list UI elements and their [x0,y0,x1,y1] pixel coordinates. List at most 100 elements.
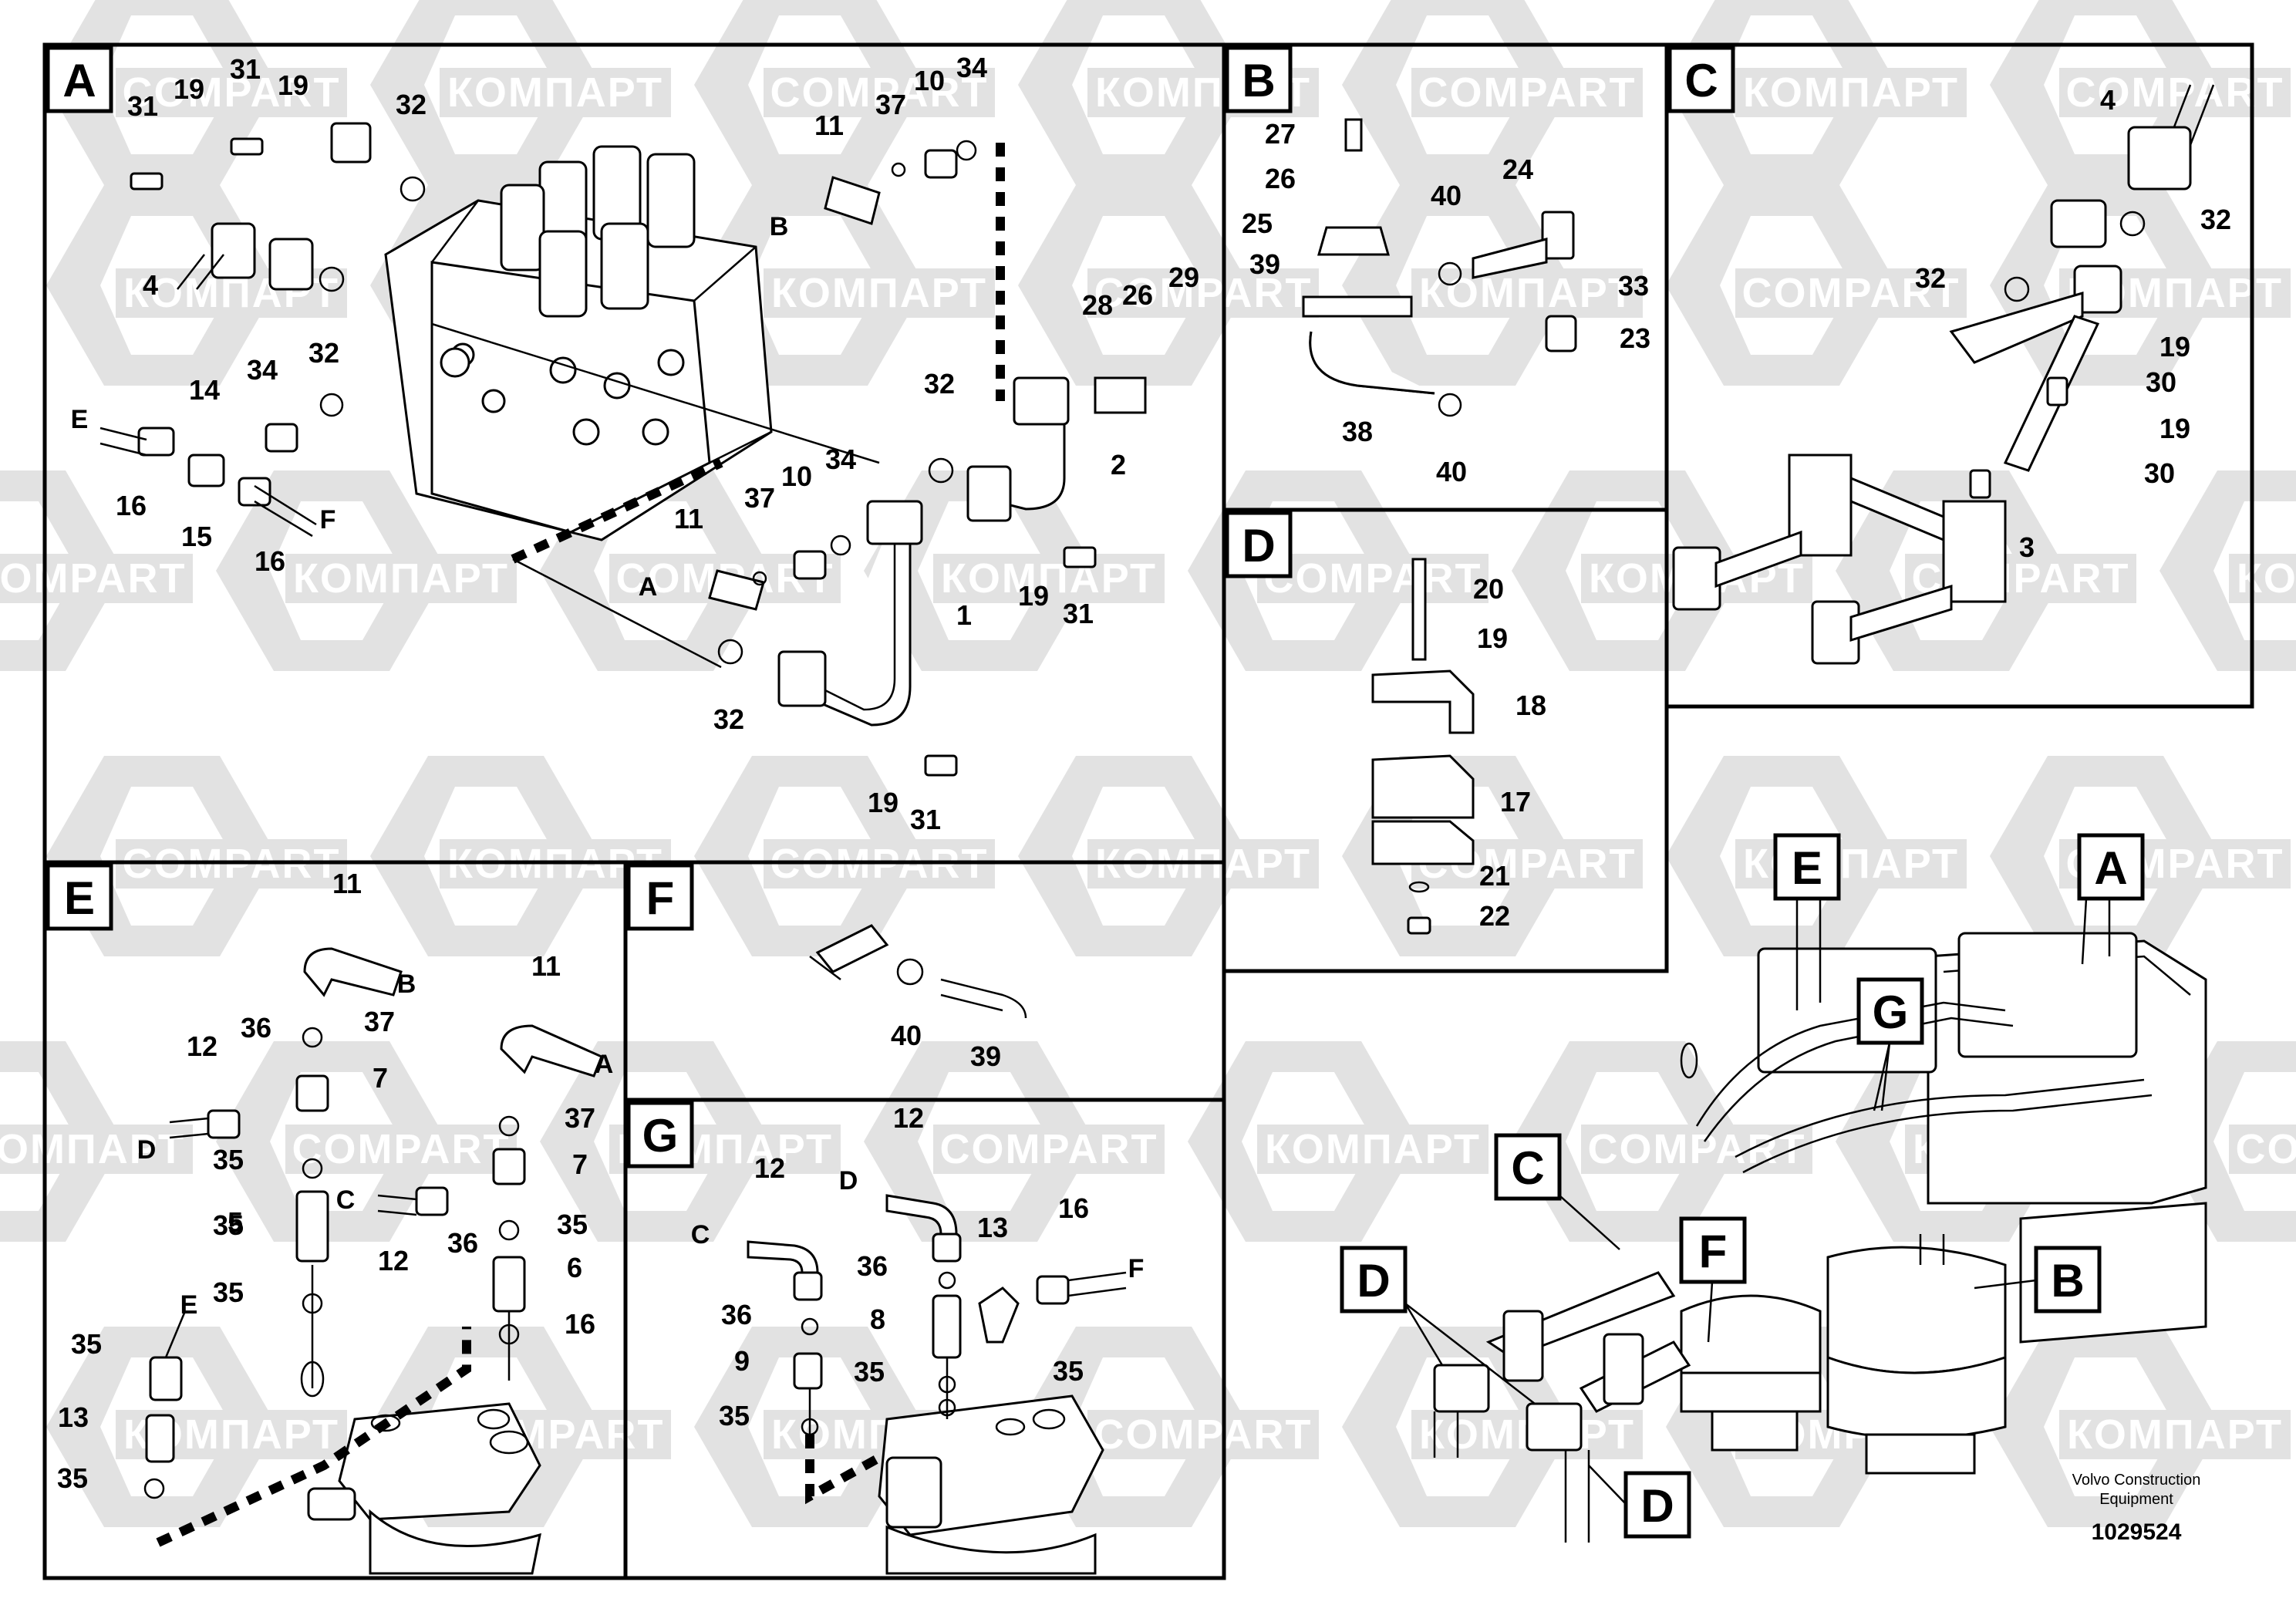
panel-a-part-callout: 32 [924,368,955,400]
panel-a-part-callout: 31 [127,90,158,122]
panel-e-part-callout: 36 [447,1227,478,1259]
panel-e-part-callout: 7 [572,1148,588,1180]
watermark-band [764,268,995,318]
panel-e-connection-letter: B [397,969,416,999]
panel-e-part-callout: 16 [565,1308,595,1340]
panel-e-part-callout: 37 [364,1006,395,1037]
watermark-text: COMPART [1418,69,1637,116]
watermark-text: КОМПАРТ [447,69,663,116]
panel-e-part-callout: 37 [565,1102,595,1134]
panel-g-part-callout: 35 [1053,1355,1084,1387]
panel-tags: A B C D E F G [46,46,1735,1168]
watermark-text: КОМПАРТ [2067,1411,2283,1458]
panel-c-part-callout: 30 [2144,457,2175,489]
panel-e-part-callout: 6 [567,1252,582,1283]
panel-c-part-callout: 32 [2200,204,2231,235]
watermark-band [2229,1125,2296,1174]
panel-e-part-callout: 35 [213,1144,244,1175]
panel-g-part-callout: 16 [1058,1192,1089,1224]
panel-d-part-callout: 20 [1473,573,1504,605]
panel-b-part-callout: 26 [1265,163,1296,194]
panel-c-drawing [1672,84,2215,665]
panel-tag-a: A [46,46,113,113]
svg-text:B: B [1242,55,1275,106]
overview-label-b: B [2051,1255,2084,1307]
watermark-text: КОМПАРТ [0,1126,185,1172]
panel-e-part-callout: 36 [241,1012,271,1044]
panel-a-part-callout: 34 [825,443,856,475]
panel-b-part-callout: 25 [1242,207,1273,239]
watermark-text: COMPART [770,69,989,116]
panel-b-part-callout: 23 [1620,322,1650,354]
watermark-text: COMPART [1094,270,1313,316]
watermark-text: КОМПАРТ [293,555,509,602]
watermark-band [933,1125,1165,1174]
overview-label-e: E [1792,842,1822,894]
footer-sub: Equipment [2099,1491,2173,1508]
panel-d-part-callout: 17 [1500,786,1531,818]
watermark-text: КОМПАРТ [1419,270,1635,316]
panel-a-part-callout: 11 [674,503,703,534]
panel-a-connection-letter: F [320,505,336,534]
panel-e-drawing [143,947,603,1575]
svg-text:G: G [642,1110,679,1162]
watermark-text: COMPART [1094,1411,1313,1458]
watermark-band [1581,1125,1812,1174]
panel-g-drawing [747,1194,1127,1575]
panel-g-part-callout: 36 [857,1250,888,1282]
panel-f-drawing [809,924,1027,1019]
watermark-text: COMPART [1264,555,1482,602]
panel-a-part-callout: 1 [956,599,972,631]
watermark-band [1257,1125,1489,1174]
panel-e-connection-letter: C [336,1185,356,1215]
panel-c-part-callout: 4 [2100,84,2116,116]
overview-label-g: G [1873,986,1909,1038]
watermark-text: COMPART [2066,69,2284,116]
panel-tag-c: C [1667,46,1735,113]
panel-a-part-callout: 16 [116,490,147,521]
overview-label-d-bottom: D [1640,1480,1674,1532]
panel-g-part-callout: 8 [870,1303,885,1335]
panel-a-part-callout: 37 [744,482,775,514]
overview-machine-drawing [1433,932,2207,1543]
svg-text:A: A [62,55,96,106]
panel-b-part-callout: 39 [1249,248,1280,280]
watermark-text: COMPART [292,1126,511,1172]
watermark-band [933,554,1165,603]
svg-text:C: C [1684,55,1718,106]
panel-a-part-callout: 4 [143,269,158,301]
panel-a-part-callout: 32 [396,89,426,120]
panel-e-part-callout: 11 [531,950,561,982]
panel-a-part-callout: 37 [875,89,906,120]
panel-g-part-callout: 12 [893,1102,924,1134]
panel-a-part-callout: 10 [914,65,945,96]
panel-e-part-callout: 35 [557,1209,588,1240]
footer-number: 1029524 [2092,1519,2182,1545]
panel-b-drawing [1302,118,1577,417]
panel-a-connection-letter: A [639,572,658,602]
watermark-text: КОМПАРТ [1743,69,1959,116]
panel-a-part-callout: 29 [1168,261,1199,293]
panel-f-part-callout: 40 [891,1020,922,1051]
watermark-band [1257,554,1489,603]
panel-e-part-callout: 35 [57,1462,88,1494]
panel-c-part-callout: 3 [2019,531,2035,563]
svg-text:F: F [646,872,675,924]
panel-g-part-callout: 12 [754,1152,785,1184]
panel-a-part-callout: 31 [1063,598,1094,629]
svg-text:D: D [1242,520,1275,572]
watermark-band [1411,268,1643,318]
panel-e-part-callout: 35 [213,1209,244,1241]
watermark-band [1735,268,1967,318]
panel-a-part-callout: 19 [174,73,204,105]
overview-label-d-top: D [1357,1255,1390,1307]
panel-c-part-callout: 19 [2159,331,2190,363]
watermark-text: КОМПАРТ [771,270,987,316]
panel-a-part-callout: 19 [278,69,308,101]
overview-label-f: F [1699,1226,1728,1277]
panel-g-part-callout: 35 [854,1356,885,1388]
panel-e-part-callout: 12 [378,1245,409,1276]
panel-a-part-callout: 32 [713,703,744,735]
overview-label-c: C [1511,1142,1544,1194]
watermark-band [1087,268,1319,318]
